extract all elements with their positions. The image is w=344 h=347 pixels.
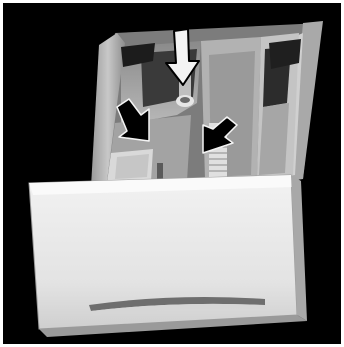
softener-compartment	[201, 37, 261, 179]
drawer-photo	[3, 3, 341, 344]
drawer-illustration	[3, 3, 341, 344]
drawer-front-panel	[29, 175, 307, 337]
